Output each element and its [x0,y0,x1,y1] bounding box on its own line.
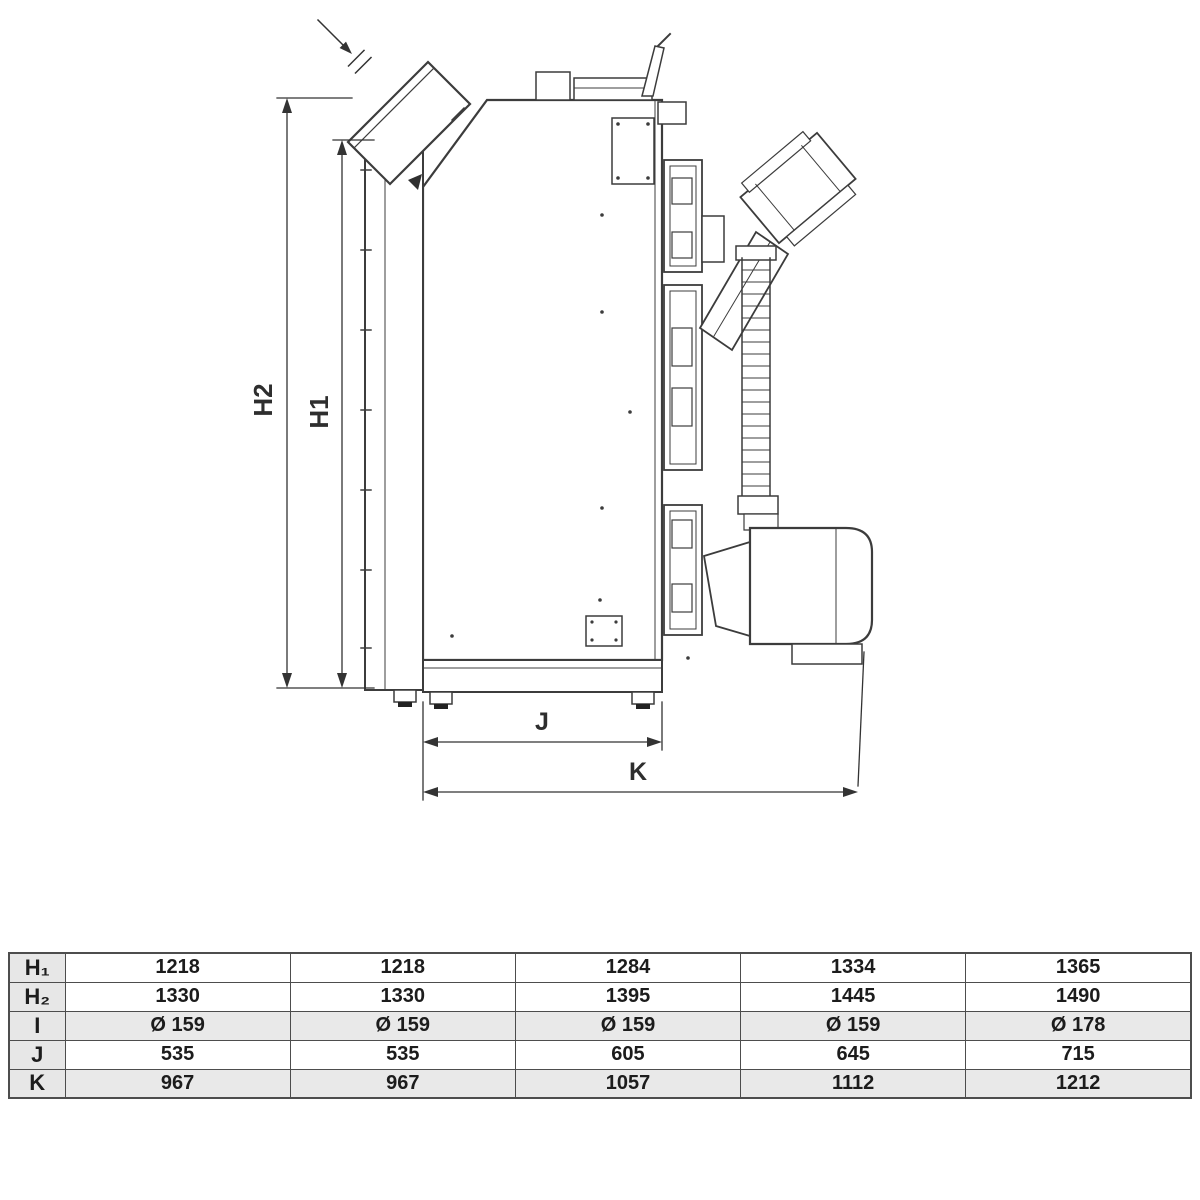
dimension-label-h2: H2 [248,383,278,416]
table-cell: 1490 [965,981,1192,1012]
row-label: I [8,1010,66,1041]
table-cell: Ø 159 [514,1010,742,1041]
table-cell: Ø 159 [740,1010,967,1041]
door-frame-lower [663,504,703,636]
table-cell: 1334 [740,952,967,983]
table-cell: 967 [64,1068,291,1099]
flexible-hose [735,245,779,531]
table-cell: 1395 [514,981,742,1012]
row-label: H₂ [8,981,66,1012]
boiler-technical-drawing: H2 H1 J K [248,18,874,801]
burner-unit [702,526,874,665]
row-label: H₁ [8,952,66,983]
table-row-h1: H₁ 1218 1218 1284 1334 1365 [8,952,1192,983]
table-cell: 715 [965,1039,1192,1070]
dimension-label-j: J [535,708,549,736]
table-cell: 967 [289,1068,516,1099]
dimension-label-k: K [629,758,647,786]
top-fittings [535,32,687,125]
dimension-label-h1: H1 [304,395,334,428]
door-frame-upper [663,159,725,273]
table-cell: 1112 [740,1068,967,1099]
table-cell: 1330 [64,981,291,1012]
feeder-motor [739,130,857,247]
dimension-line-k [423,651,865,797]
table-cell: Ø 159 [64,1010,291,1041]
rear-panel [360,129,424,707]
base-frame [422,659,663,709]
dimension-lines [276,97,865,801]
table-cell: 1284 [514,952,742,983]
table-cell: 1365 [965,952,1192,983]
table-row-k: K 967 967 1057 1112 1212 [8,1068,1192,1099]
table-cell: 1057 [514,1068,742,1099]
burner-flange [702,540,751,638]
table-cell: 1218 [64,952,291,983]
dimension-line-j [422,701,663,801]
fuel-chute [346,60,472,190]
table-cell: 1330 [289,981,516,1012]
table-cell: Ø 178 [965,1010,1192,1041]
table-row-h2: H₂ 1330 1330 1395 1445 1490 [8,981,1192,1012]
table-cell: 1218 [289,952,516,983]
door-frame-middle [663,284,703,471]
table-cell: 535 [64,1039,291,1070]
table-cell: 645 [740,1039,967,1070]
dimension-line-h1 [332,139,375,688]
table-cell: 1212 [965,1068,1192,1099]
table-row-j: J 535 535 605 645 715 [8,1039,1192,1070]
table-row-i: I Ø 159 Ø 159 Ø 159 Ø 159 Ø 178 [8,1010,1192,1041]
weld-mark [408,174,422,190]
table-cell: 605 [514,1039,742,1070]
dimension-line-h2 [276,97,375,689]
dimension-table: H₁ 1218 1218 1284 1334 1365 H₂ 1330 1330… [8,952,1192,1099]
table-cell: Ø 159 [289,1010,516,1041]
chute-diameter-arrow [316,18,373,75]
technical-drawing-area: H2 H1 J K [248,18,874,801]
table-cell: 535 [289,1039,516,1070]
cleaning-lever [641,45,665,97]
boiler-body [403,98,690,662]
row-label: J [8,1039,66,1070]
table-cell: 1445 [740,981,967,1012]
row-label: K [8,1068,66,1099]
